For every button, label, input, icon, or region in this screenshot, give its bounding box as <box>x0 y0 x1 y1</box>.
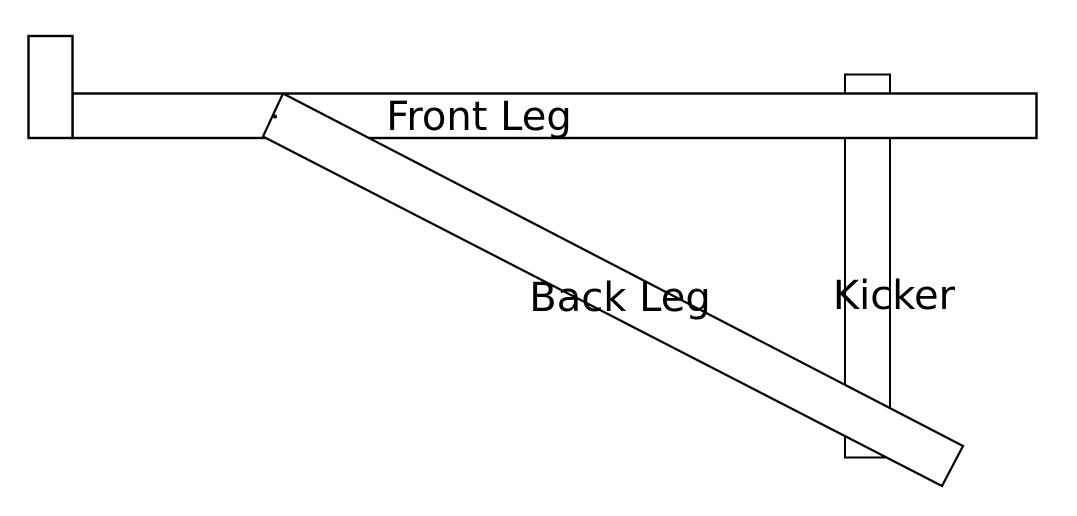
back-leg-label: Back Leg <box>529 275 710 321</box>
left-end-block <box>27 34 74 140</box>
front-leg-label: Front Leg <box>386 94 571 140</box>
kicker-label: Kicker <box>833 273 956 319</box>
back-leg-board <box>261 91 965 488</box>
pivot-mark-dot <box>273 114 277 119</box>
front-leg-board <box>71 92 1038 140</box>
